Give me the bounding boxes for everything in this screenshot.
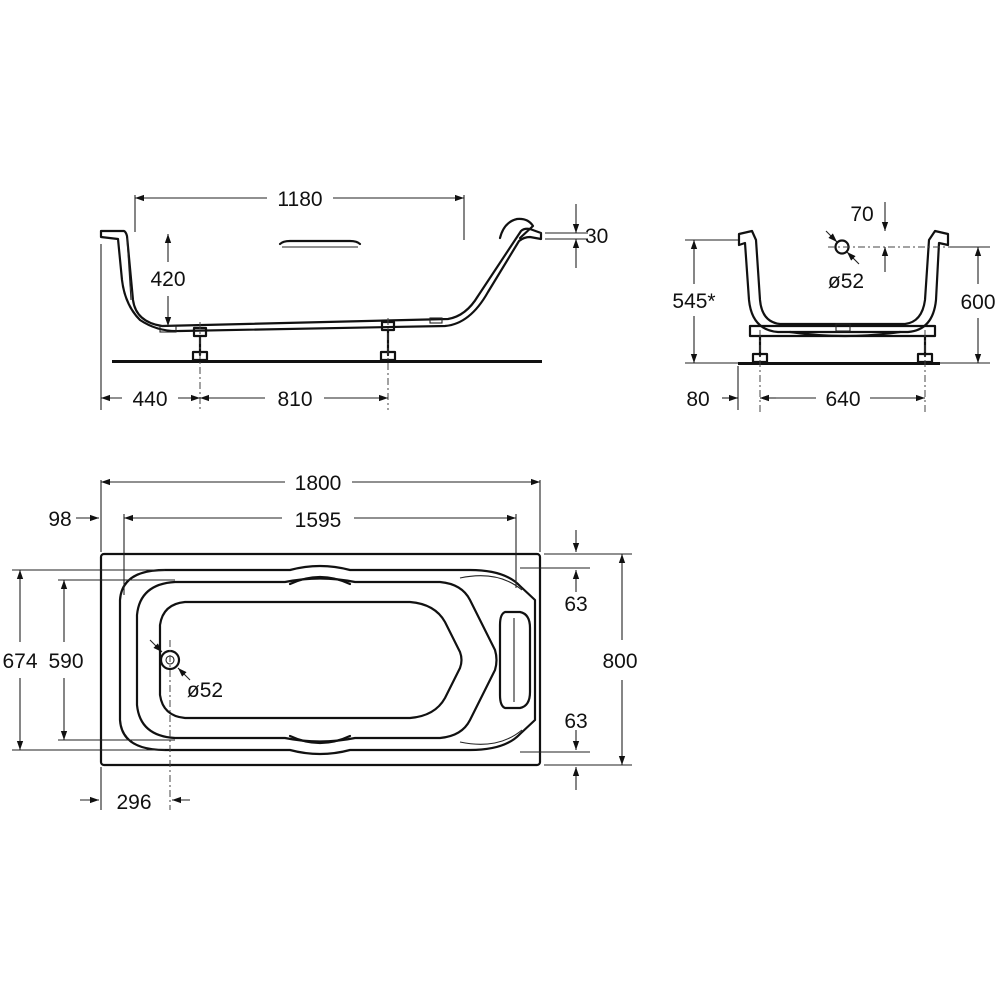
plan-basin-middle <box>135 577 498 743</box>
end-support-frame <box>748 324 937 338</box>
label-plan-63-top: 63 <box>564 593 587 616</box>
plan-drain-leader-a <box>149 639 163 653</box>
side-grab-handle <box>278 239 362 246</box>
side-floor-line <box>112 360 542 363</box>
label-plan-590: 590 <box>48 650 83 673</box>
side-headrest <box>498 217 535 240</box>
side-overflow-bump <box>429 317 443 324</box>
label-end-70: 70 <box>850 203 873 226</box>
label-side-440: 440 <box>132 388 167 411</box>
end-drain-bump <box>835 323 851 332</box>
end-floor-line <box>738 362 940 365</box>
plan-handle-top <box>288 575 352 586</box>
plan-rim-outline <box>99 552 542 767</box>
plan-headrest <box>498 610 532 710</box>
label-end-overflow-diameter: ø52 <box>828 270 864 293</box>
label-plan-1595: 1595 <box>295 509 342 532</box>
end-view: 70 ø52 545* 600 80 640 <box>672 202 996 412</box>
end-frame-curve <box>788 330 902 338</box>
end-overflow-leader-a <box>825 230 838 243</box>
label-plan-800: 800 <box>602 650 637 673</box>
plan-view: ø52 1800 1595 98 674 590 800 <box>2 472 637 814</box>
end-tub-outline <box>737 229 950 334</box>
label-plan-98: 98 <box>48 508 71 531</box>
plan-handle-bottom <box>288 734 352 745</box>
label-plan-296: 296 <box>116 791 151 814</box>
plan-armrest-top <box>459 575 523 591</box>
plan-drain-leader-b <box>177 667 191 681</box>
end-overflow-leader-b <box>846 251 860 265</box>
label-end-545: 545* <box>672 290 715 313</box>
label-side-810: 810 <box>277 388 312 411</box>
label-side-30: 30 <box>585 225 608 248</box>
plan-basin-outer <box>118 564 537 756</box>
side-inner-wall <box>126 237 132 301</box>
label-end-600: 600 <box>960 291 995 314</box>
label-plan-1800: 1800 <box>295 472 342 495</box>
side-tub-outline <box>99 227 543 333</box>
label-end-80: 80 <box>686 388 709 411</box>
label-plan-674: 674 <box>2 650 37 673</box>
label-plan-drain-diameter: ø52 <box>187 679 223 702</box>
plan-basin-floor <box>158 600 463 720</box>
label-side-1180: 1180 <box>277 188 322 211</box>
plan-armrest-bottom <box>459 729 523 745</box>
label-plan-63-bottom: 63 <box>564 710 587 733</box>
label-end-640: 640 <box>825 388 860 411</box>
side-view: 1180 420 30 440 810 <box>99 188 608 411</box>
label-side-420: 420 <box>150 268 185 291</box>
